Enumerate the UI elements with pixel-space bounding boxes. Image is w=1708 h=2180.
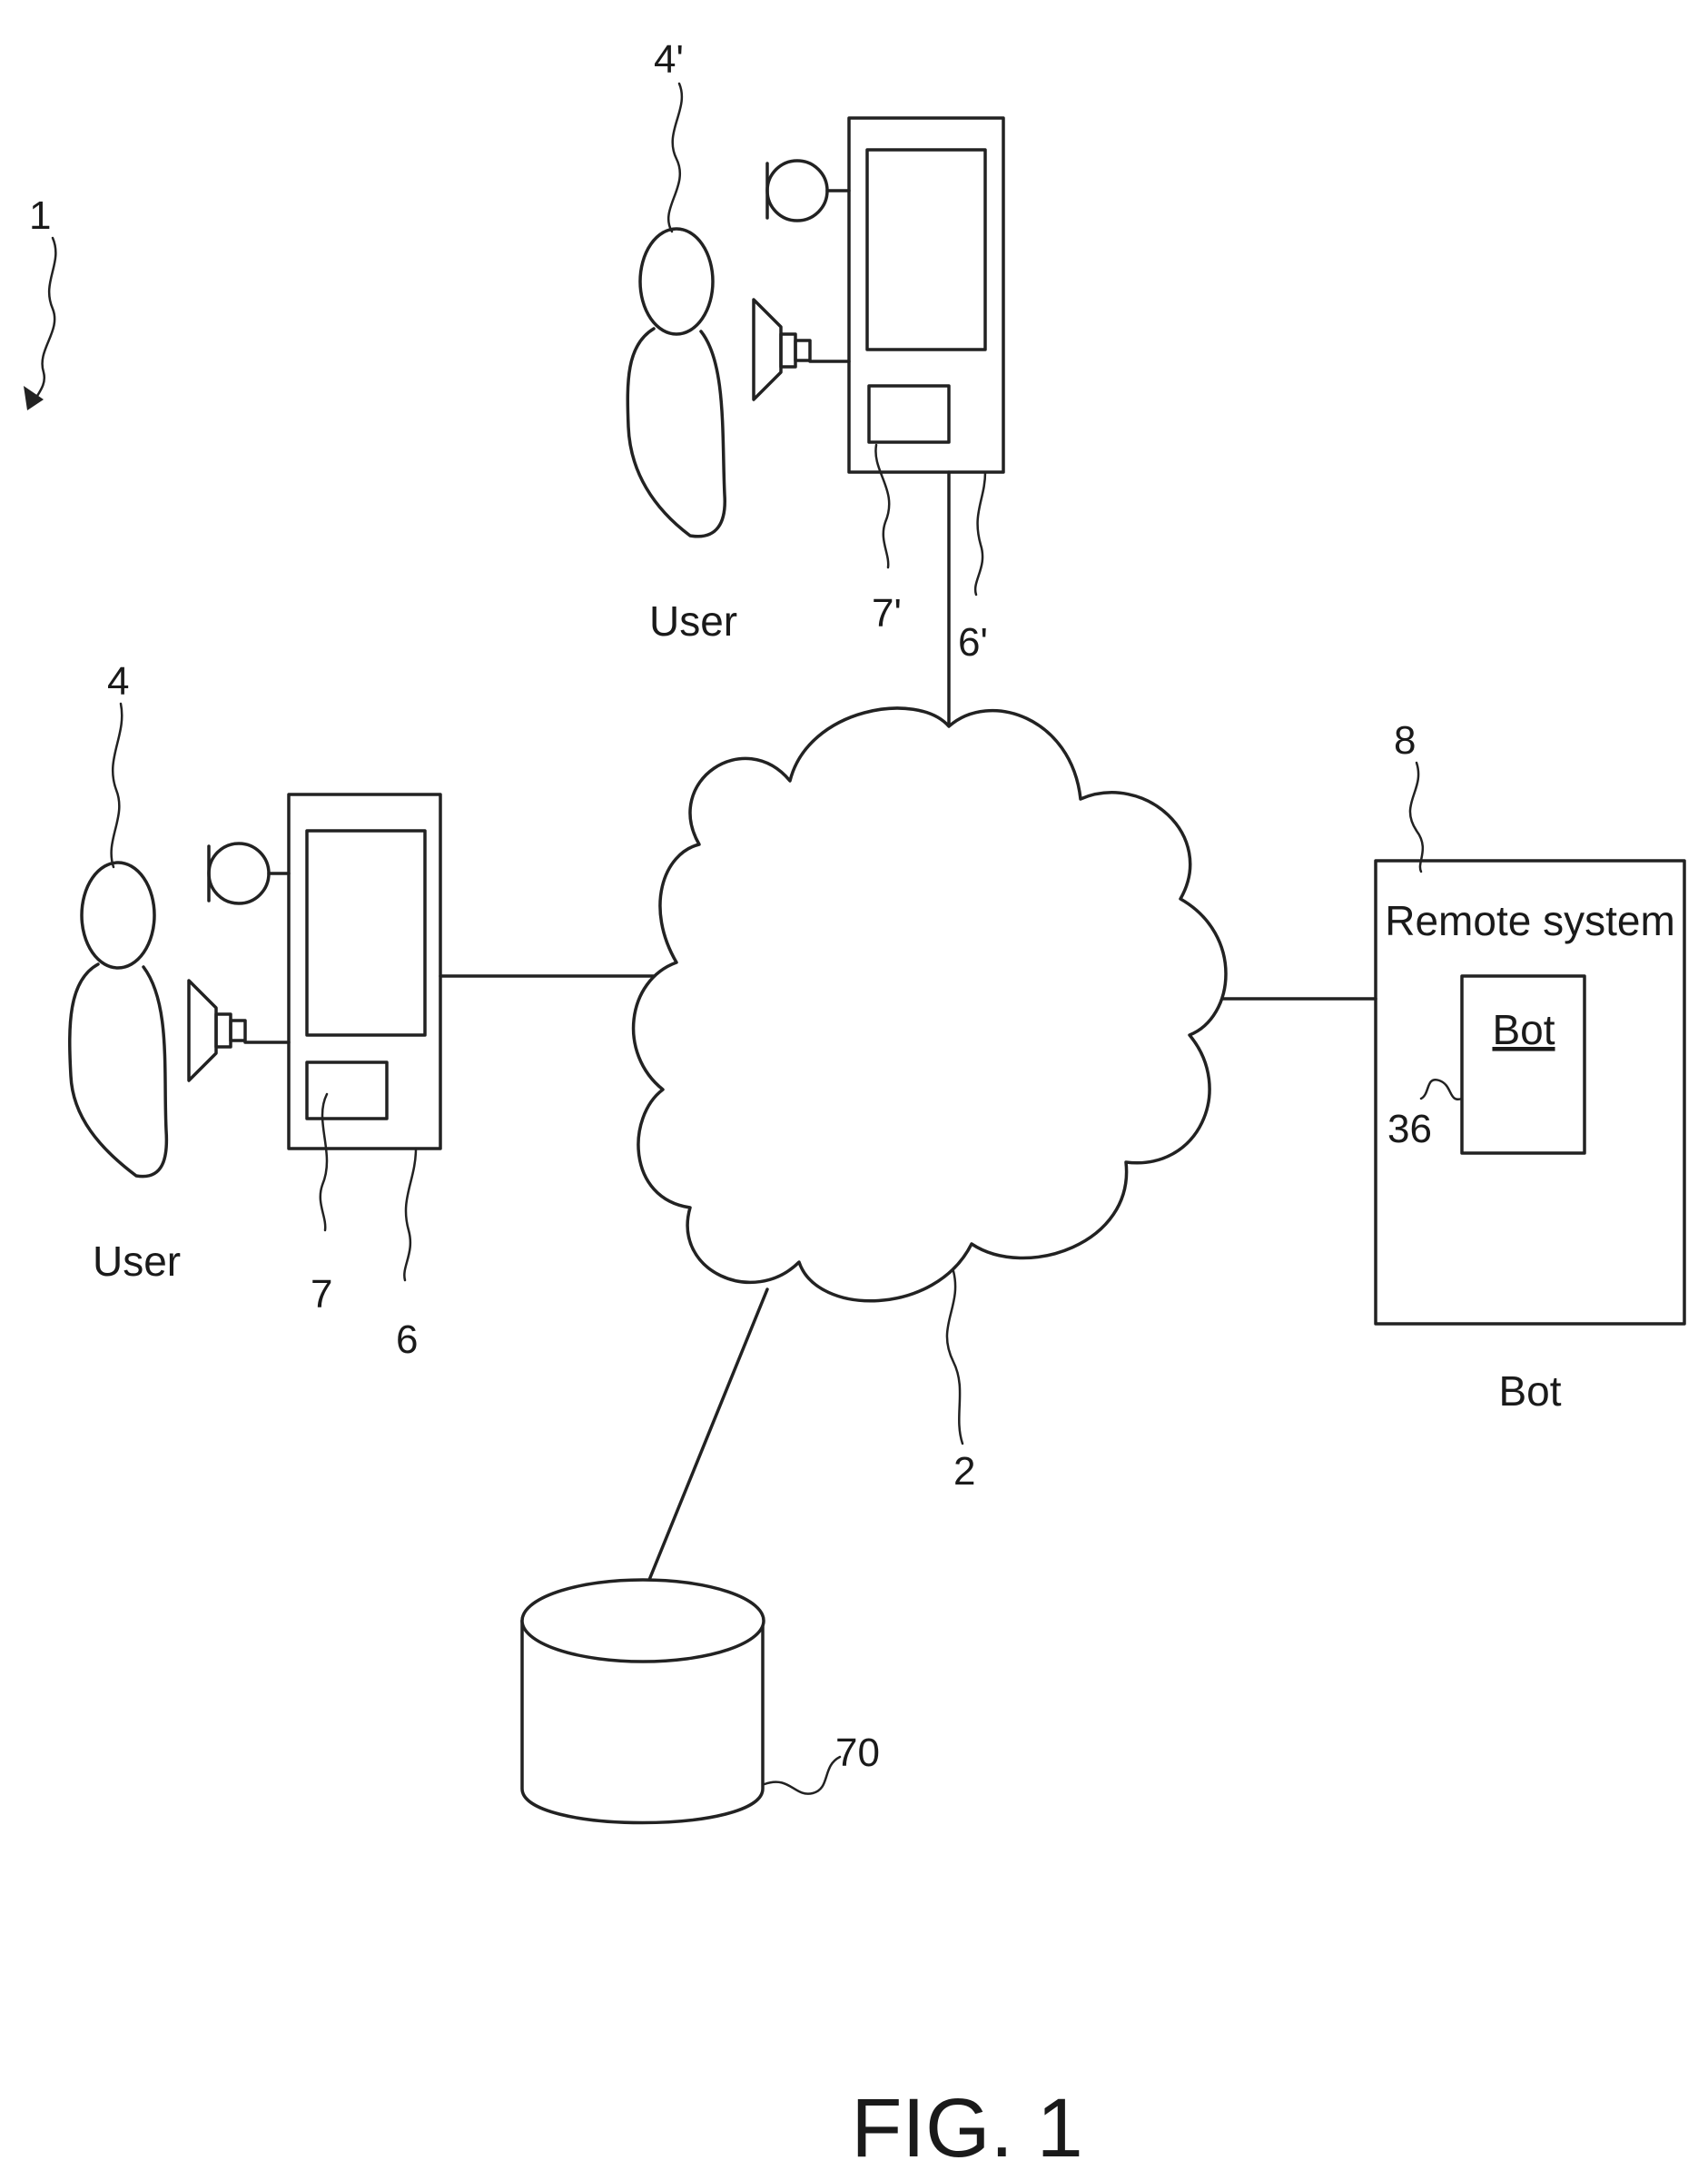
device-top-speaker-icon: [754, 300, 849, 400]
system-ref-group: 1: [24, 193, 55, 410]
database: 70: [522, 1580, 880, 1823]
device-left-module: [307, 1062, 387, 1119]
device-top-body: [849, 118, 1003, 472]
device-top-microphone-icon: [767, 161, 827, 221]
user-top: 4' User: [627, 37, 737, 645]
user-left-head-icon: [82, 863, 154, 968]
device-left-module-ref: 7: [311, 1272, 332, 1317]
user-top-body-icon: [627, 329, 725, 537]
device-top-ref: 6': [958, 620, 988, 665]
device-left-microphone-icon: [209, 843, 269, 903]
user-left: 4 User: [70, 659, 181, 1285]
bot-label: Bot: [1492, 1006, 1555, 1053]
device-top-screen: [867, 150, 985, 350]
device-left-screen: [307, 831, 425, 1035]
remote-system: 8 Remote system Bot 36 Bot: [1376, 718, 1684, 1415]
device-left-body: [289, 794, 440, 1149]
network-ref: 2: [953, 1449, 975, 1494]
link-database: [649, 1289, 767, 1580]
figure-label: FIG. 1: [851, 2082, 1083, 2175]
remote-system-title: Remote system: [1385, 897, 1675, 944]
user-left-body-icon: [70, 964, 167, 1177]
device-left: 7 6: [189, 794, 440, 1362]
device-top-module: [869, 386, 949, 442]
user-top-head-icon: [640, 229, 713, 334]
user-top-ref: 4': [654, 37, 684, 82]
user-left-ref: 4: [107, 659, 129, 704]
remote-system-ref: 8: [1394, 718, 1416, 763]
network-cloud: 2: [634, 708, 1226, 1494]
system-ref: 1: [29, 193, 51, 238]
database-ref: 70: [835, 1731, 880, 1775]
bot-box: [1462, 976, 1585, 1153]
user-left-caption: User: [93, 1238, 181, 1285]
device-top: 7' 6': [754, 118, 1003, 665]
user-top-caption: User: [649, 597, 737, 645]
device-top-module-ref: 7': [872, 591, 902, 636]
device-left-ref: 6: [396, 1317, 418, 1362]
device-left-speaker-icon: [189, 981, 289, 1080]
remote-system-caption: Bot: [1498, 1367, 1561, 1415]
bot-ref: 36: [1387, 1107, 1432, 1151]
